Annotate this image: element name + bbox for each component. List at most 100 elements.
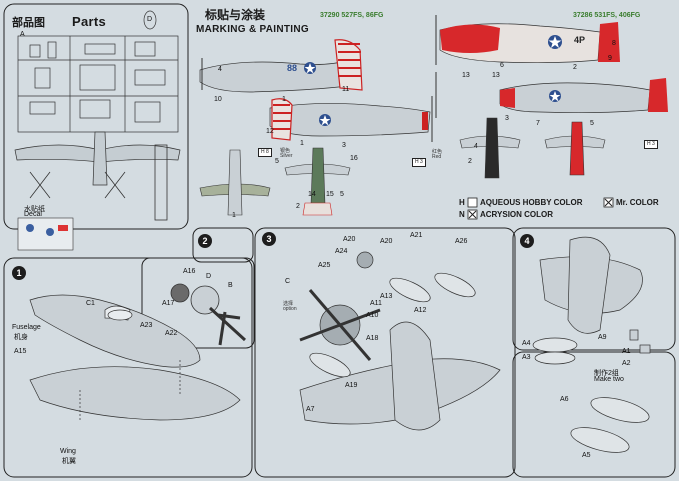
legend-h-box [467, 197, 478, 208]
callout: 2 [296, 203, 300, 210]
kit-number-1: 37290 527FS, 86FG [320, 12, 384, 19]
legend-n-label: N [459, 210, 465, 219]
callout: 11 [342, 86, 350, 93]
parts-panel [3, 3, 189, 230]
step4-part: A6 [560, 396, 569, 403]
callout: 1 [282, 96, 286, 103]
step3-option-en: option [283, 306, 297, 312]
legend-mr-text: Mr. COLOR [616, 198, 659, 207]
step4-aircraft [532, 236, 651, 453]
step1-aircraft [29, 294, 241, 421]
callout: 1 [232, 212, 236, 219]
step3-part: A10 [366, 312, 379, 319]
callout: 6 [500, 62, 504, 69]
step2-part-d: D [206, 273, 212, 280]
silver-label-cn: 银色 [280, 148, 291, 154]
callout: 5 [590, 120, 594, 127]
callout: 7 [536, 120, 540, 127]
step4-part: A1 [622, 348, 631, 355]
step-marker-1: 1 [12, 266, 26, 280]
marking-aircraft-2 [269, 96, 433, 142]
step3-part: A24 [335, 248, 348, 255]
marking-title-cn: 标贴与涂装 [205, 8, 266, 22]
step3-part: A13 [380, 293, 393, 300]
decal-title-cn: 水贴纸 [24, 206, 45, 213]
step3-part: A19 [345, 382, 358, 389]
silver-label-en: Silver [280, 153, 293, 159]
callout: 12 [266, 128, 274, 135]
step4-lower-panel [512, 351, 676, 478]
parts-title-cn: 部品图 [12, 17, 45, 29]
step2-panel [192, 227, 254, 263]
callout: 15 [326, 191, 334, 198]
step2-part-a16: A16 [183, 268, 196, 275]
step-marker-4: 4 [520, 234, 534, 248]
callout: 13 [492, 72, 500, 79]
callout: 14 [308, 191, 316, 198]
red-label-en: Red [432, 154, 442, 160]
step3-part: A11 [370, 300, 382, 307]
callout: 4 [218, 66, 222, 73]
step3-part: A26 [455, 238, 468, 245]
step4-part: A3 [522, 354, 531, 361]
step1-panel [3, 257, 253, 478]
callout: 2 [468, 158, 472, 165]
callout: 16 [350, 155, 358, 162]
step3-part: A12 [414, 307, 427, 314]
step3-panel [254, 227, 516, 478]
step1-wing-cn: 机翼 [62, 458, 76, 465]
step3-part: A25 [318, 262, 331, 269]
step1-part-a15: A15 [14, 348, 27, 355]
step1-part-a23: A23 [140, 322, 153, 329]
step-marker-3: 3 [262, 232, 276, 246]
parts-title-en: Parts [72, 14, 107, 29]
marking-topviews [199, 117, 606, 216]
propeller-parts [29, 144, 168, 221]
step4-panel [512, 227, 676, 351]
step2-part-b: B [228, 282, 233, 289]
step2-propeller [170, 283, 247, 346]
callout: 1 [300, 140, 304, 147]
callout: 10 [214, 96, 222, 103]
marking-aircraft-3 [435, 15, 620, 65]
step3-part: A18 [366, 335, 379, 342]
oval-letter: D [147, 16, 153, 23]
step1-part-c1: C1 [86, 300, 95, 307]
step3-part: A20 [380, 238, 393, 245]
step4-part: A4 [522, 340, 531, 347]
marking-aircraft-1 [199, 39, 363, 93]
step1-part-a22: A22 [165, 330, 178, 337]
step4-make-two-en: Make two [594, 376, 624, 383]
step1-fuselage-en: Fuselage [12, 324, 41, 331]
callout: 8 [612, 40, 616, 47]
legend-h-label: H [459, 198, 465, 207]
marking-title-en: MARKING & PAINTING [196, 24, 309, 35]
sprue-letter: A [20, 31, 25, 38]
step4-part: A9 [598, 334, 607, 341]
step-marker-2: 2 [198, 234, 212, 248]
callout: 13 [462, 72, 470, 79]
callout: 9 [608, 55, 612, 62]
sprue-frame [17, 10, 179, 133]
callout: 5 [275, 158, 279, 165]
callout: 3 [505, 115, 509, 122]
legend-h-text: AQUEOUS HOBBY COLOR [480, 198, 583, 207]
step1-wing-en: Wing [60, 448, 76, 455]
legend-n-text: ACRYSION COLOR [480, 210, 554, 219]
step4-part: A2 [622, 360, 631, 367]
step3-part: A20 [343, 236, 356, 243]
step3-aircraft [299, 251, 501, 431]
step2-detail-panel [141, 257, 255, 349]
step1-fuselage-cn: 机身 [14, 334, 28, 341]
fuselage-code-2: 4P [574, 35, 586, 45]
step3-part: C [285, 278, 291, 285]
decal-title-en: Decal [24, 211, 42, 218]
color-code-silver-h: H 8 [258, 148, 272, 157]
step3-part: A7 [306, 406, 315, 413]
callout: 4 [474, 143, 478, 150]
callout: 2 [573, 64, 577, 71]
step4-make-two-cn: 制作2组 [594, 370, 619, 377]
step3-part: A21 [410, 232, 423, 239]
